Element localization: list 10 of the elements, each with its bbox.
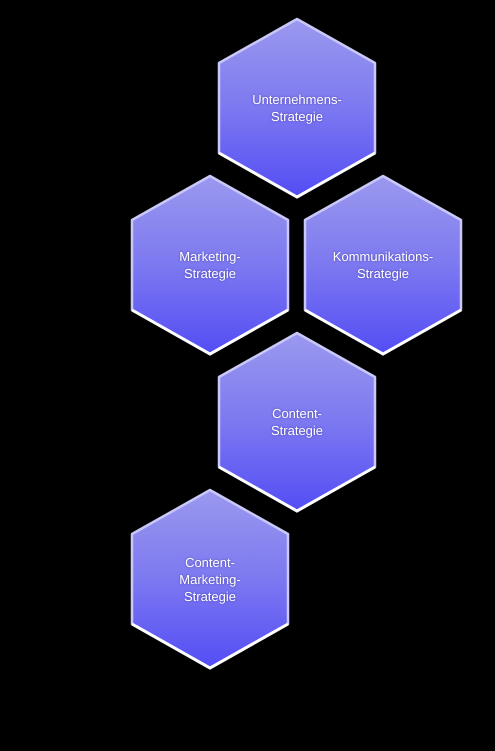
hexagon-label: Content- Strategie	[270, 405, 324, 439]
hexagon-label: Marketing- Strategie	[179, 248, 241, 282]
hexagon	[303, 174, 463, 356]
hexagon	[217, 331, 377, 513]
hexagon-label: Content- Marketing- Strategie	[179, 554, 241, 604]
hexagon	[130, 174, 290, 356]
hexagon-label: Unternehmens- Strategie	[252, 91, 342, 125]
hexagon-label: Kommunikations- Strategie	[332, 248, 434, 282]
hexagon	[130, 488, 290, 670]
hexagon	[217, 17, 377, 199]
